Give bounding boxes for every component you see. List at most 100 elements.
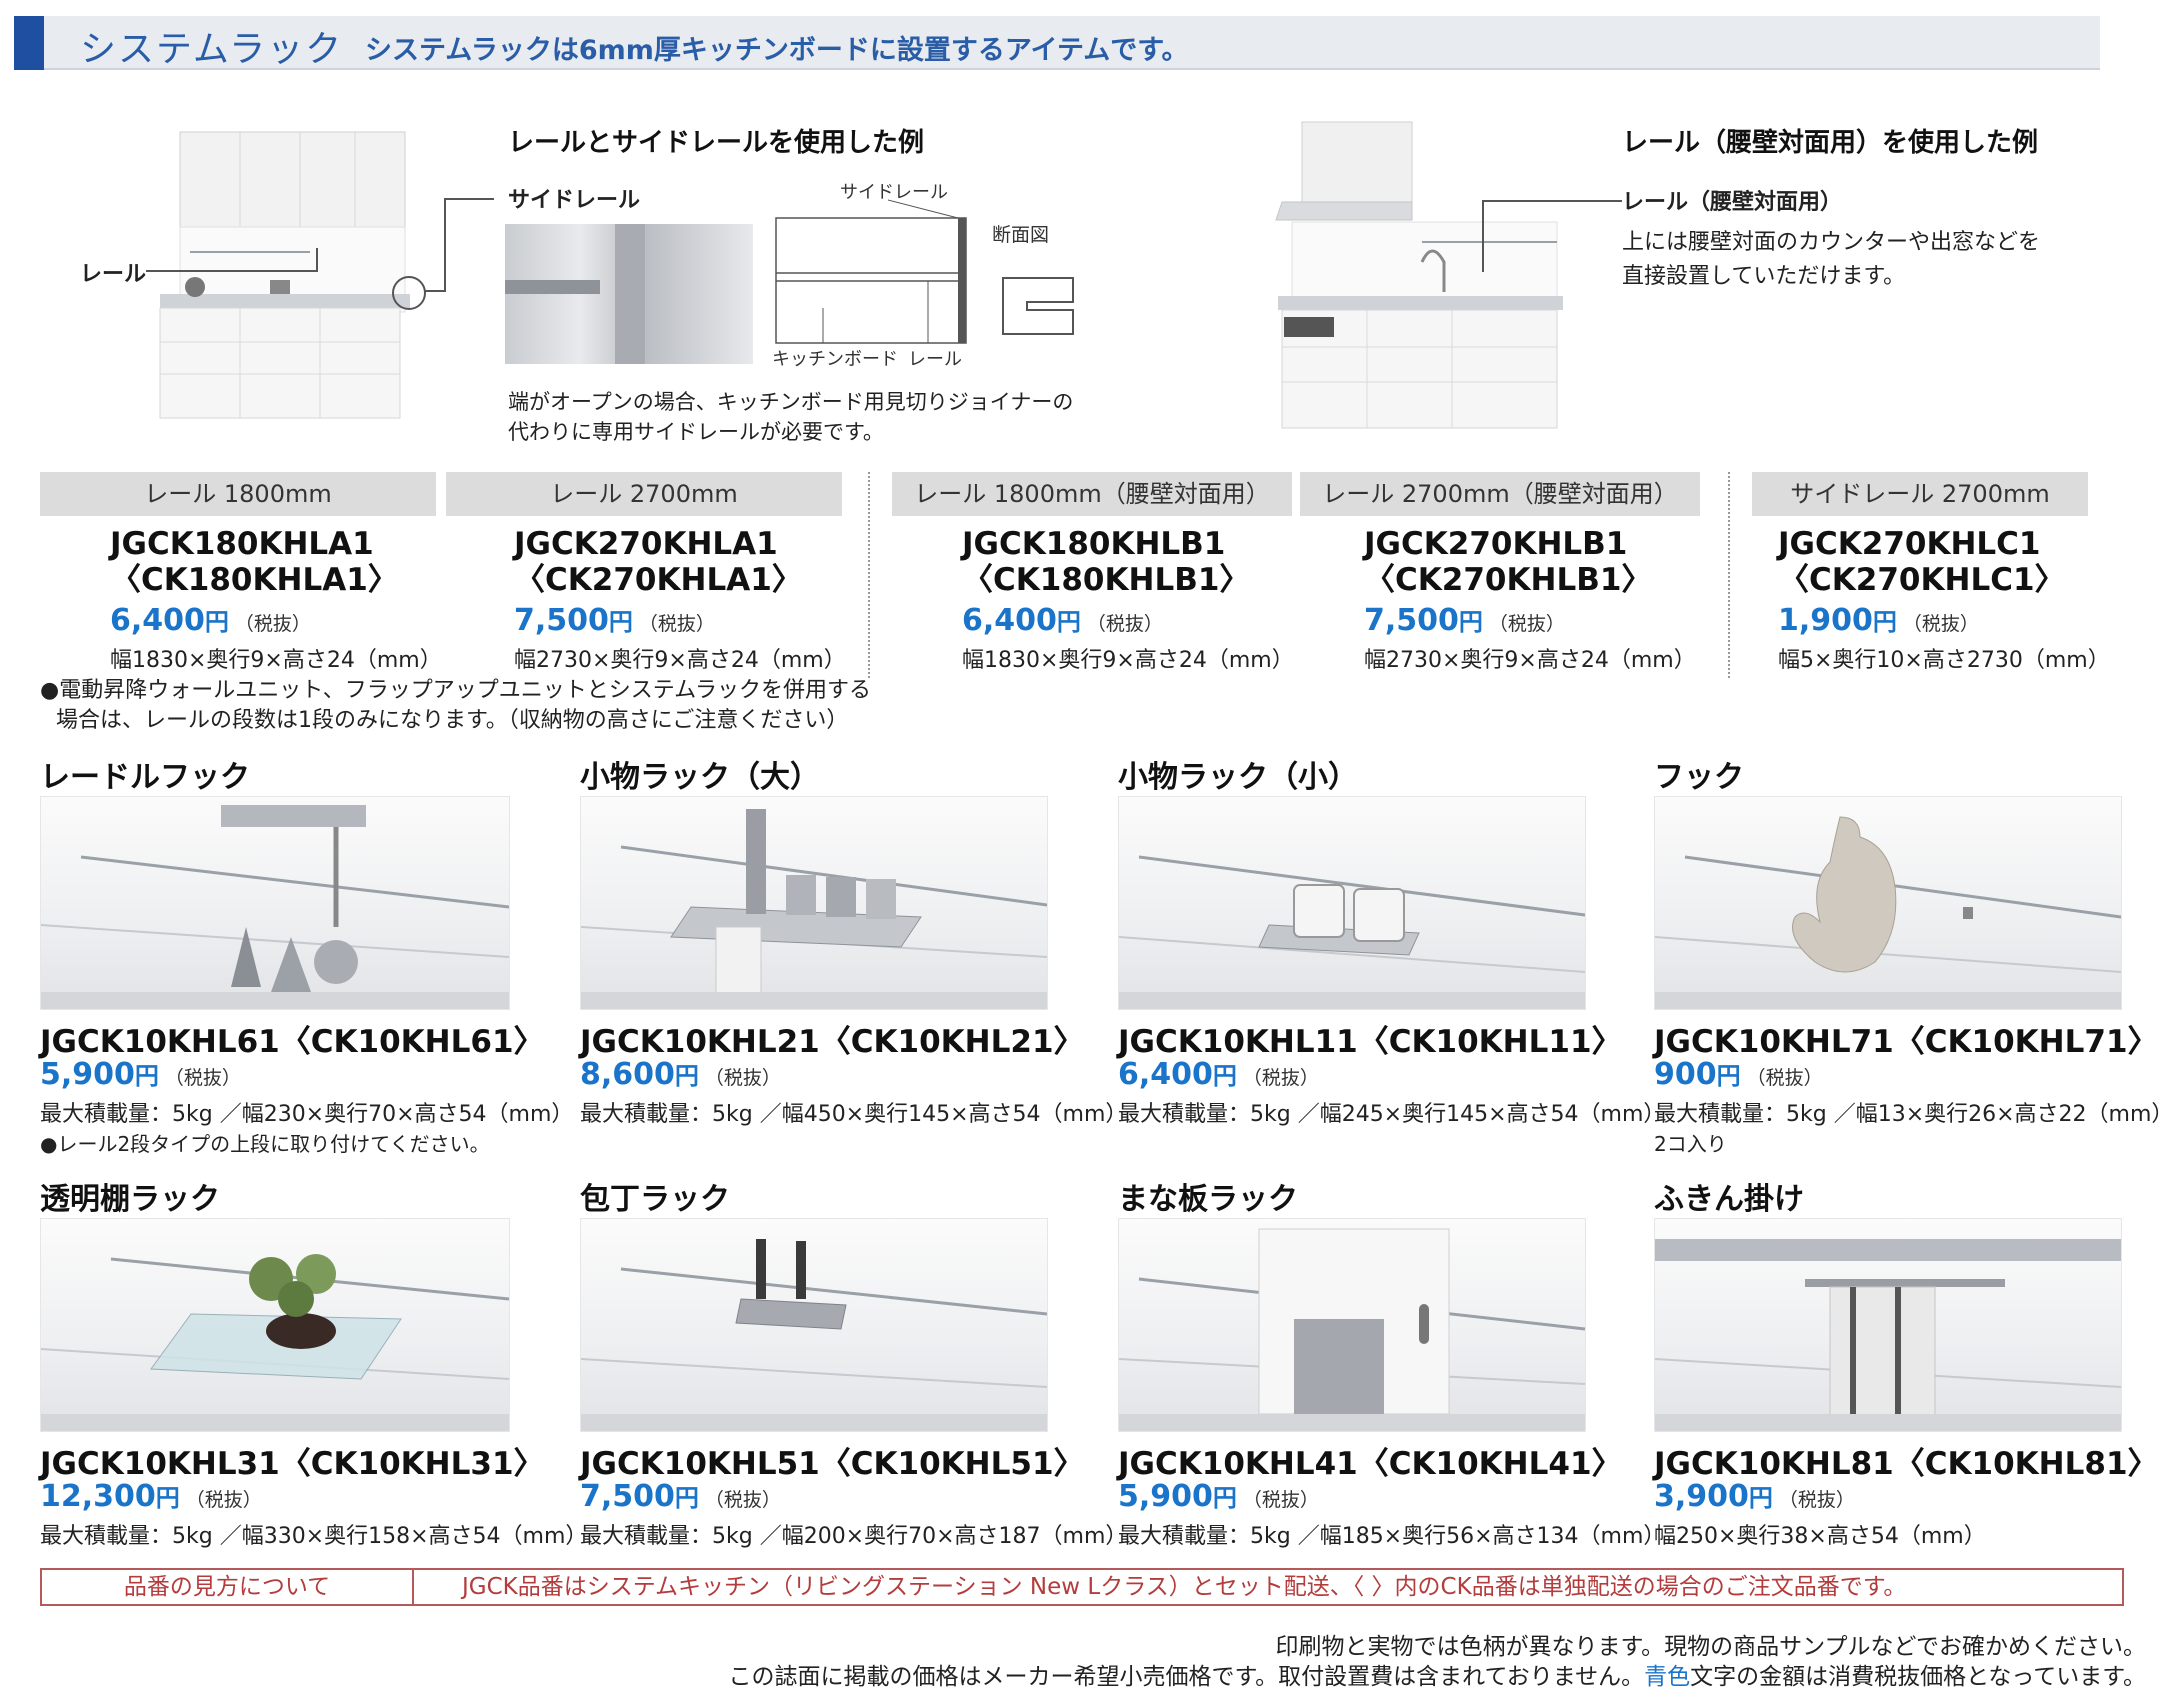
product-spec: 最大積載量：5kg ／幅185×奥行56×高さ134（mm） bbox=[1118, 1524, 1666, 1549]
leader-line bbox=[444, 198, 494, 200]
rail-tab: レール 2700mm bbox=[446, 472, 842, 516]
rail-dims: 幅1830×奥行9×高さ24（mm） bbox=[110, 648, 442, 673]
product-code: JGCK10KHL81〈CK10KHL81〉 bbox=[1654, 1446, 2159, 1482]
kitchen-photo-left bbox=[150, 112, 420, 432]
product-price: 6,400円（税抜） bbox=[1118, 1057, 1319, 1092]
rail-price: 7,500円（税抜） bbox=[1364, 603, 1565, 638]
product-extra: 2コ入り bbox=[1654, 1132, 1727, 1156]
product-photo-ladle-hook bbox=[40, 796, 510, 1010]
rail-info: JGCK270KHLC1 〈CK270KHLC1〉 1,900円（税抜） 幅5×… bbox=[1778, 526, 2110, 674]
example-left-note-1: 端がオープンの場合、キッチンボード用見切りジョイナーの bbox=[508, 390, 1074, 414]
product-spec: 幅250×奥行38×高さ54（mm） bbox=[1654, 1524, 1986, 1549]
rail-info: JGCK180KHLA1 〈CK180KHLA1〉 6,400円（税抜） 幅18… bbox=[110, 526, 442, 674]
example-left-title: レールとサイドレールを使用した例 bbox=[508, 128, 925, 158]
product-price: 900円（税抜） bbox=[1654, 1057, 1823, 1092]
product-code: JGCK10KHL11〈CK10KHL11〉 bbox=[1118, 1024, 1623, 1060]
label-side-rail: サイドレール bbox=[508, 188, 641, 213]
rail-dims: 幅2730×奥行9×高さ24（mm） bbox=[514, 648, 846, 673]
product-price: 7,500円（税抜） bbox=[580, 1479, 781, 1514]
legend-label: 品番の見方について bbox=[42, 1570, 414, 1604]
rail-code: JGCK180KHLA1 bbox=[110, 526, 374, 562]
product-spec: 最大積載量：5kg ／幅200×奥行70×高さ187（mm） bbox=[580, 1524, 1128, 1549]
product-code: JGCK10KHL51〈CK10KHL51〉 bbox=[580, 1446, 1085, 1482]
product-photo-knife-rack bbox=[580, 1218, 1048, 1432]
product-price: 3,900円（税抜） bbox=[1654, 1479, 1855, 1514]
product-spec: 最大積載量：5kg ／幅330×奥行158×高さ54（mm） bbox=[40, 1524, 588, 1549]
diagram-label-rail: レール bbox=[908, 349, 962, 370]
product-photo-small-rack-small bbox=[1118, 796, 1586, 1010]
rail-code: JGCK270KHLB1 bbox=[1364, 526, 1628, 562]
rail-price: 1,900円（税抜） bbox=[1778, 603, 1979, 638]
rail-item: レール 1800mm（腰壁対面用） bbox=[892, 472, 1292, 516]
kitchen-photo-right bbox=[1272, 112, 1572, 452]
rail-tab: サイドレール 2700mm bbox=[1752, 472, 2088, 516]
rail-info: JGCK270KHLA1 〈CK270KHLA1〉 7,500円（税抜） 幅27… bbox=[514, 526, 846, 674]
product-photo-glass-shelf bbox=[40, 1218, 510, 1432]
page-title: システムラック bbox=[80, 29, 344, 70]
product-photo-towel-bar bbox=[1654, 1218, 2122, 1432]
product-spec: 最大積載量：5kg ／幅13×奥行26×高さ22（mm） bbox=[1654, 1102, 2160, 1127]
rail-ck-code: 〈CK270KHLC1〉 bbox=[1778, 562, 2066, 598]
rail-code: JGCK270KHLA1 bbox=[514, 526, 778, 562]
product-extra: ●レール2段タイプの上段に取り付けてください。 bbox=[40, 1132, 490, 1156]
rail-price: 7,500円（税抜） bbox=[514, 603, 715, 638]
part-number-legend: 品番の見方について JGCK品番はシステムキッチン（リビングステーション New… bbox=[40, 1568, 2124, 1606]
rail-ck-code: 〈CK180KHLA1〉 bbox=[110, 562, 399, 598]
kitchen-island-illustration-icon bbox=[1275, 121, 1563, 429]
product-price: 5,900円（税抜） bbox=[1118, 1479, 1319, 1514]
detail-circle bbox=[392, 276, 426, 310]
rail-info: JGCK270KHLB1 〈CK270KHLB1〉 7,500円（税抜） 幅27… bbox=[1364, 526, 1696, 674]
rail-note-1: ●電動昇降ウォールユニット、フラップアップユニットとシステムラックを併用する bbox=[40, 678, 871, 703]
rail-code: JGCK180KHLB1 bbox=[962, 526, 1226, 562]
header-band bbox=[14, 16, 2100, 70]
rail-ck-code: 〈CK270KHLA1〉 bbox=[514, 562, 803, 598]
legend-text: JGCK品番はシステムキッチン（リビングステーション New Lクラス）とセット… bbox=[462, 1574, 1907, 1600]
divider bbox=[1728, 472, 1730, 678]
product-photo-cutting-board-rack bbox=[1118, 1218, 1586, 1432]
product-price: 5,900円（税抜） bbox=[40, 1057, 241, 1092]
rail-info: JGCK180KHLB1 〈CK180KHLB1〉 6,400円（税抜） 幅18… bbox=[962, 526, 1294, 674]
rail-price: 6,400円（税抜） bbox=[962, 603, 1163, 638]
product-photo-hook bbox=[1654, 796, 2122, 1010]
footer-note-2: この誌面に掲載の価格はメーカー希望小売価格です。取付設置費は含まれておりません。… bbox=[728, 1664, 2146, 1690]
rail-item: レール 1800mm bbox=[40, 472, 436, 516]
header-accent-bar bbox=[14, 16, 44, 70]
product-photo-small-rack-large bbox=[580, 796, 1048, 1010]
kitchen-illustration-icon bbox=[159, 131, 410, 419]
page-subtitle: システムラックは6mm厚キッチンボードに設置するアイテムです。 bbox=[365, 35, 1189, 66]
rail-ck-code: 〈CK270KHLB1〉 bbox=[1364, 562, 1653, 598]
rail-tab: レール 1800mm（腰壁対面用） bbox=[892, 472, 1292, 516]
product-title: 包丁ラック bbox=[580, 1182, 730, 1217]
product-code: JGCK10KHL21〈CK10KHL21〉 bbox=[580, 1024, 1085, 1060]
side-rail-closeup-photo bbox=[505, 224, 753, 364]
product-spec: 最大積載量：5kg ／幅230×奥行70×高さ54（mm） bbox=[40, 1102, 574, 1127]
leader-line bbox=[146, 270, 316, 272]
product-spec: 最大積載量：5kg ／幅245×奥行145×高さ54（mm） bbox=[1118, 1102, 1666, 1127]
leader-line bbox=[1482, 200, 1484, 272]
leader-line bbox=[444, 198, 446, 292]
product-code: JGCK10KHL31〈CK10KHL31〉 bbox=[40, 1446, 545, 1482]
example-right-title: レール（腰壁対面用）を使用した例 bbox=[1622, 128, 2039, 158]
example-right-desc-1: 上には腰壁対面のカウンターや出窓などを bbox=[1622, 230, 2041, 255]
rail-item: サイドレール 2700mm bbox=[1752, 472, 2088, 516]
rail-tab: レール 1800mm bbox=[40, 472, 436, 516]
rail-dims: 幅1830×奥行9×高さ24（mm） bbox=[962, 648, 1294, 673]
product-title: フック bbox=[1654, 760, 1744, 795]
product-code: JGCK10KHL41〈CK10KHL41〉 bbox=[1118, 1446, 1623, 1482]
product-code: JGCK10KHL71〈CK10KHL71〉 bbox=[1654, 1024, 2159, 1060]
product-title: ふきん掛け bbox=[1654, 1182, 1804, 1217]
divider bbox=[868, 472, 870, 678]
example-right-desc-2: 直接設置していただけます。 bbox=[1622, 264, 1906, 289]
rail-note-2: 場合は、レールの段数は1段のみになります。（収納物の高さにご注意ください） bbox=[56, 708, 849, 733]
product-title: 小物ラック（大） bbox=[580, 760, 820, 795]
example-left-note-2: 代わりに専用サイドレールが必要です。 bbox=[508, 420, 884, 444]
example-right-label: レール（腰壁対面用） bbox=[1622, 190, 1843, 215]
rail-tab: レール 2700mm（腰壁対面用） bbox=[1300, 472, 1700, 516]
label-rail: レール bbox=[80, 262, 147, 287]
product-price: 12,300円（税抜） bbox=[40, 1479, 262, 1514]
rail-code: JGCK270KHLC1 bbox=[1778, 526, 2041, 562]
rail-dims: 幅5×奥行10×高さ2730（mm） bbox=[1778, 648, 2110, 673]
rail-item: レール 2700mm（腰壁対面用） bbox=[1300, 472, 1700, 516]
product-spec: 最大積載量：5kg ／幅450×奥行145×高さ54（mm） bbox=[580, 1102, 1128, 1127]
leader-line bbox=[1482, 200, 1622, 202]
